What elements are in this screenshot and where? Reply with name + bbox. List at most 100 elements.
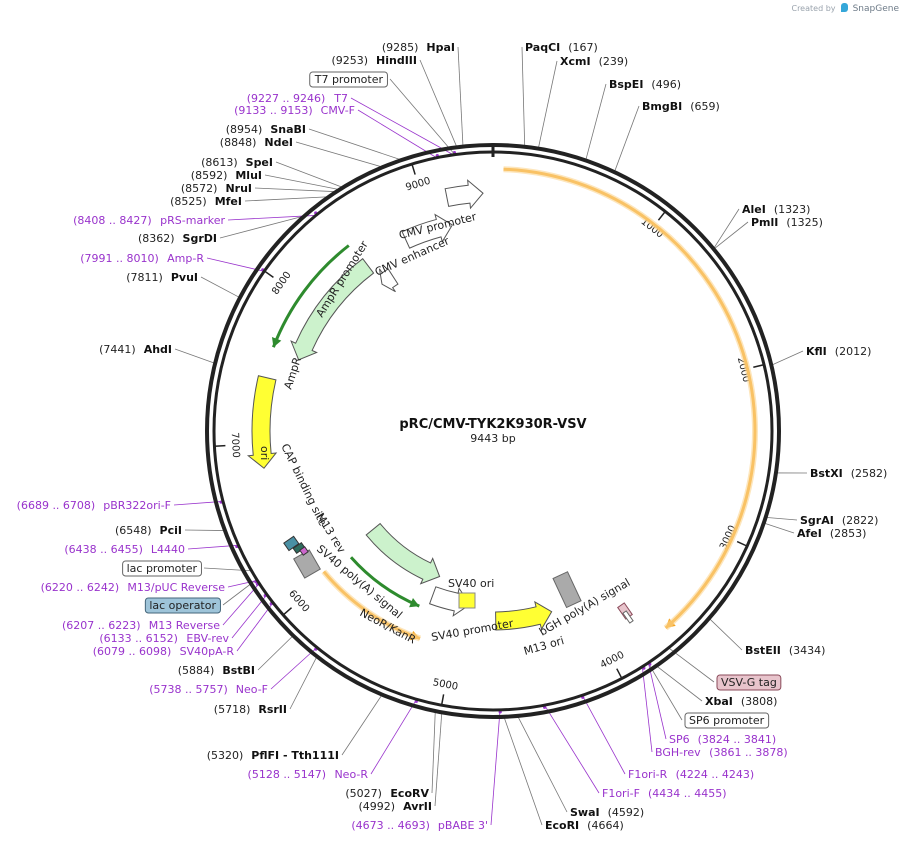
label-name: T7: [333, 92, 348, 105]
ecorv-label[interactable]: (5027)EcoRV: [345, 787, 429, 800]
feature-box-text: lac operator: [149, 599, 216, 612]
kfli-label[interactable]: (2012)KflI: [806, 345, 871, 358]
pflfi-tth111i-label[interactable]: (5320)PflFI - Tth111I: [207, 749, 339, 762]
leader-line: [434, 712, 443, 807]
ebv-rev-label[interactable]: (6133 .. 6152)EBV-rev: [99, 632, 229, 645]
feature-box-text: VSV-G tag: [721, 676, 777, 689]
xbai-label[interactable]: (3808)XbaI: [705, 695, 777, 708]
insert-arc-arc[interactable]: [503, 167, 757, 630]
feature-box-text: lac promoter: [127, 562, 198, 575]
paqci-label[interactable]: (167)PaqCI: [525, 41, 598, 54]
leader-line: [517, 715, 568, 813]
sgrai-label[interactable]: (2822)SgrAI: [800, 514, 878, 527]
spei-label[interactable]: (8613)SpeI: [201, 156, 273, 169]
ampr-feature[interactable]: [290, 258, 375, 361]
bsteii-label[interactable]: (3434)BstEII: [745, 644, 825, 657]
mlui-label[interactable]: (8592)MluI: [191, 169, 262, 182]
feature-box: [716, 674, 782, 691]
hindiii-label[interactable]: (9253)HindIII: [331, 54, 417, 67]
sp6-promoter-label[interactable]: SP6 promoter: [684, 712, 770, 729]
swai-label[interactable]: (4592)SwaI: [570, 806, 644, 819]
amp-r-label[interactable]: (7991 .. 8010)Amp-R: [80, 252, 204, 265]
ampr-line-arc[interactable]: [271, 244, 350, 348]
hpai-label[interactable]: (9285)HpaI: [382, 41, 455, 54]
ecori-label[interactable]: (4664)EcoRI: [545, 819, 624, 832]
neo-f-label[interactable]: (5738 .. 5757)Neo-F: [149, 683, 268, 696]
f1-ori-feature[interactable]: [495, 600, 553, 631]
label-name: PaqCI: [525, 41, 560, 54]
label-name: Neo-F: [236, 683, 268, 696]
leader-line: [227, 579, 259, 588]
lac-operator-label[interactable]: lac operator: [144, 597, 221, 614]
label-name: AhdI: [144, 343, 172, 356]
lac-promoter-label[interactable]: lac promoter: [122, 560, 202, 577]
label-number: (1325): [786, 216, 823, 229]
label-number: (8572): [181, 182, 218, 195]
snabi-label[interactable]: (8954)SnaBI: [226, 123, 306, 136]
tick-mark: [440, 694, 445, 706]
bstbi-label[interactable]: (5884)BstBI: [178, 664, 255, 677]
bstxi-label[interactable]: (2582)BstXI: [810, 467, 887, 480]
pmli-label[interactable]: (1325)PmlI: [751, 216, 823, 229]
bmgbi-label[interactable]: (659)BmgBI: [642, 100, 720, 113]
tick-mark: [282, 607, 293, 616]
mfei-label[interactable]: (8525)MfeI: [170, 195, 242, 208]
ahdi-label[interactable]: (7441)AhdI: [99, 343, 172, 356]
prs-marker-label[interactable]: (8408 .. 8427)pRS-marker: [73, 214, 225, 227]
avrii-label[interactable]: (4992)AvrII: [359, 800, 432, 813]
pcii-label[interactable]: (6548)PciI: [115, 524, 182, 537]
sv40-polya-box[interactable]: [293, 549, 321, 579]
f1ori-f-label[interactable]: (4434 .. 4455)F1ori-F: [602, 787, 727, 800]
cmv-enhancer-feature[interactable]: [401, 213, 454, 249]
bgh-rev-label[interactable]: (3861 .. 3878)BGH-rev: [655, 746, 788, 759]
label-number: (6133 .. 6152): [99, 632, 178, 645]
ndei-label[interactable]: (8848)NdeI: [220, 136, 293, 149]
label-name: BspEI: [609, 78, 643, 91]
sv40-ori-box[interactable]: [458, 592, 476, 609]
cmv-f-label[interactable]: (9133 .. 9153)CMV-F: [234, 104, 355, 117]
pvui-label[interactable]: (7811)PvuI: [126, 271, 198, 284]
ori-feature[interactable]: [246, 375, 278, 469]
bgh-poly-a-signal-feature[interactable]: [552, 571, 582, 609]
sp6-promoter-feature[interactable]: [622, 610, 634, 624]
feature-box: [684, 712, 770, 729]
label-name: NdeI: [264, 136, 293, 149]
leader-line: [341, 694, 383, 756]
t7-label[interactable]: (9227 .. 9246)T7: [247, 92, 348, 105]
vsv-g-tag-label[interactable]: VSV-G tag: [716, 674, 782, 691]
label-number: (2822): [842, 514, 879, 527]
plasmid-backbone: [205, 143, 781, 719]
pbr322ori-f-label[interactable]: (6689 .. 6708)pBR322ori-F: [17, 499, 171, 512]
m13-puc-reverse-label[interactable]: (6220 .. 6242)M13/pUC Reverse: [41, 581, 226, 594]
cap-binding-site-feature[interactable]: [299, 546, 309, 556]
sv40pa-r-label[interactable]: (6079 .. 6098)SV40pA-R: [93, 645, 235, 658]
alei-label[interactable]: (1323)AleI: [742, 203, 810, 216]
m13-reverse-label[interactable]: (6207 .. 6223)M13 Reverse: [62, 619, 220, 632]
sp6-label[interactable]: (3824 .. 3841)SP6: [669, 733, 776, 746]
neo-r-label[interactable]: (5128 .. 5147)Neo-R: [248, 768, 369, 781]
pbabe-3-label[interactable]: (4673 .. 4693)pBABE 3': [351, 819, 488, 832]
afei-label[interactable]: (2853)AfeI: [797, 527, 866, 540]
leader-line: [614, 105, 640, 173]
label-name: HindIII: [376, 54, 417, 67]
neor-kanr-feature[interactable]: [365, 522, 441, 585]
xcmi-label[interactable]: (239)XcmI: [560, 55, 628, 68]
t7-promoter-label[interactable]: T7 promoter: [309, 71, 388, 88]
label-name: BstXI: [810, 467, 843, 480]
label-name: BstBI: [222, 664, 255, 677]
sv40-ori-label: SV40 ori: [448, 577, 494, 590]
bspei-label[interactable]: (496)BspEI: [609, 78, 681, 91]
tick-mark: [657, 211, 666, 221]
lac-operator-feature[interactable]: [283, 535, 300, 552]
leader-line: [765, 517, 798, 521]
ampr-promoter-feature[interactable]: [378, 268, 399, 293]
rsrii-label[interactable]: (5718)RsrII: [214, 703, 287, 716]
label-name: HpaI: [426, 41, 455, 54]
l4440-label[interactable]: (6438 .. 6455)L4440: [64, 543, 185, 556]
nrui-label[interactable]: (8572)NruI: [181, 182, 252, 195]
label-number: (5718): [214, 703, 251, 716]
cmv-promoter-feature[interactable]: [444, 179, 484, 210]
sgrdi-label[interactable]: (8362)SgrDI: [138, 232, 217, 245]
label-name: AleI: [742, 203, 766, 216]
f1ori-r-label[interactable]: (4224 .. 4243)F1ori-R: [628, 768, 754, 781]
